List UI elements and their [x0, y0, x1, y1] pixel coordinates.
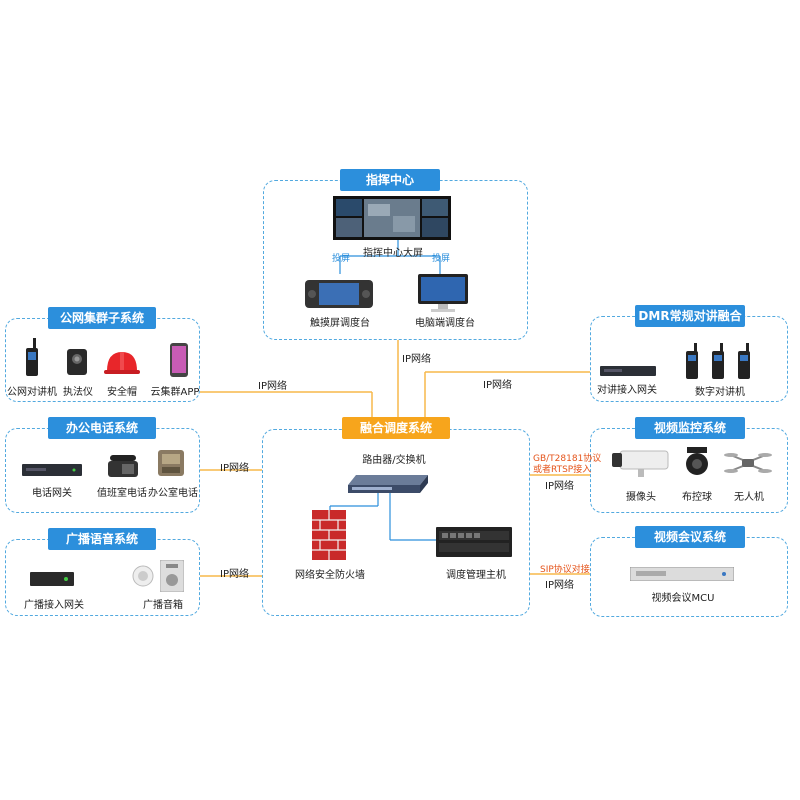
dmr-title: DMR常规对讲融合 — [635, 305, 745, 327]
office-phone-item-3: 办公室电话 — [148, 488, 198, 499]
digital-radio-icons — [684, 343, 754, 379]
office-phone-title: 办公电话系统 — [48, 417, 156, 439]
ptz-dome-icon — [684, 447, 710, 477]
ip-label-left2: IP网络 — [220, 463, 249, 474]
project-left-label: 投屏 — [332, 254, 351, 264]
video-monitor-item-3: 无人机 — [734, 492, 764, 503]
broadcast-item-1: 广播接入网关 — [24, 600, 84, 611]
ip-label-top: IP网络 — [402, 354, 431, 365]
fusion-dispatch-title: 融合调度系统 — [342, 417, 450, 439]
gb-protocol-note-1: GB/T28181协议 — [533, 454, 602, 464]
smartphone-icon — [170, 343, 188, 377]
ip-label-left1: IP网络 — [258, 381, 287, 392]
ip-label-right2: IP网络 — [545, 481, 574, 492]
desk-phone-icon — [108, 455, 138, 477]
video-monitor-item-2: 布控球 — [682, 492, 712, 503]
host-label: 调度管理主机 — [446, 570, 506, 581]
command-center-title: 指挥中心 — [340, 169, 440, 191]
safety-helmet-icon — [104, 349, 140, 377]
walkie-talkie-icon — [24, 338, 40, 378]
router-switch-icon — [348, 475, 428, 493]
big-screen-label: 指挥中心大屏 — [363, 248, 423, 259]
ip-label-right3: IP网络 — [545, 580, 574, 591]
mcu-device-icon — [629, 566, 735, 582]
public-net-title: 公网集群子系统 — [48, 307, 156, 329]
broadcast-item-2: 广播音箱 — [143, 600, 183, 611]
pc-console-image — [418, 274, 468, 312]
video-monitor-title: 视频监控系统 — [635, 417, 745, 439]
touch-console-image — [305, 276, 373, 310]
gb-protocol-note-2: 或者RTSP接入 — [533, 465, 592, 475]
broadcast-gateway-icon — [30, 571, 74, 586]
big-screen-image — [333, 196, 451, 240]
body-camera-icon — [66, 347, 88, 377]
video-conf-item-1: 视频会议MCU — [651, 593, 715, 604]
pc-console-label: 电脑端调度台 — [415, 318, 475, 329]
server-host-icon — [436, 527, 512, 557]
dmr-item-1: 对讲接入网关 — [597, 385, 657, 396]
public-net-item-1: 公网对讲机 — [7, 387, 57, 398]
ip-label-right1: IP网络 — [483, 380, 512, 391]
phone-gateway-icon — [22, 461, 82, 476]
office-phone-icon — [158, 450, 184, 476]
office-phone-item-2: 值班室电话 — [97, 488, 147, 499]
firewall-label: 网络安全防火墙 — [295, 570, 365, 581]
camera-icon — [612, 447, 670, 477]
office-phone-item-1: 电话网关 — [32, 488, 72, 499]
video-monitor-item-1: 摄像头 — [626, 492, 656, 503]
dmr-gateway-icon — [600, 361, 656, 376]
broadcast-title: 广播语音系统 — [48, 528, 156, 550]
ip-label-left3: IP网络 — [220, 569, 249, 580]
firewall-icon — [312, 510, 346, 560]
public-net-item-4: 云集群APP — [150, 387, 200, 398]
public-net-item-2: 执法仪 — [63, 387, 93, 398]
ceiling-speaker-icon — [132, 565, 154, 587]
touch-console-label: 触摸屏调度台 — [310, 318, 370, 329]
wall-speaker-icon — [159, 559, 185, 593]
sip-protocol-note: SIP协议对接 — [540, 565, 590, 575]
project-right-label: 投屏 — [432, 254, 451, 264]
router-label: 路由器/交换机 — [362, 455, 426, 466]
drone-icon — [723, 450, 773, 474]
video-conf-title: 视频会议系统 — [635, 526, 745, 548]
public-net-item-3: 安全帽 — [107, 387, 137, 398]
dmr-item-2: 数字对讲机 — [695, 387, 745, 398]
